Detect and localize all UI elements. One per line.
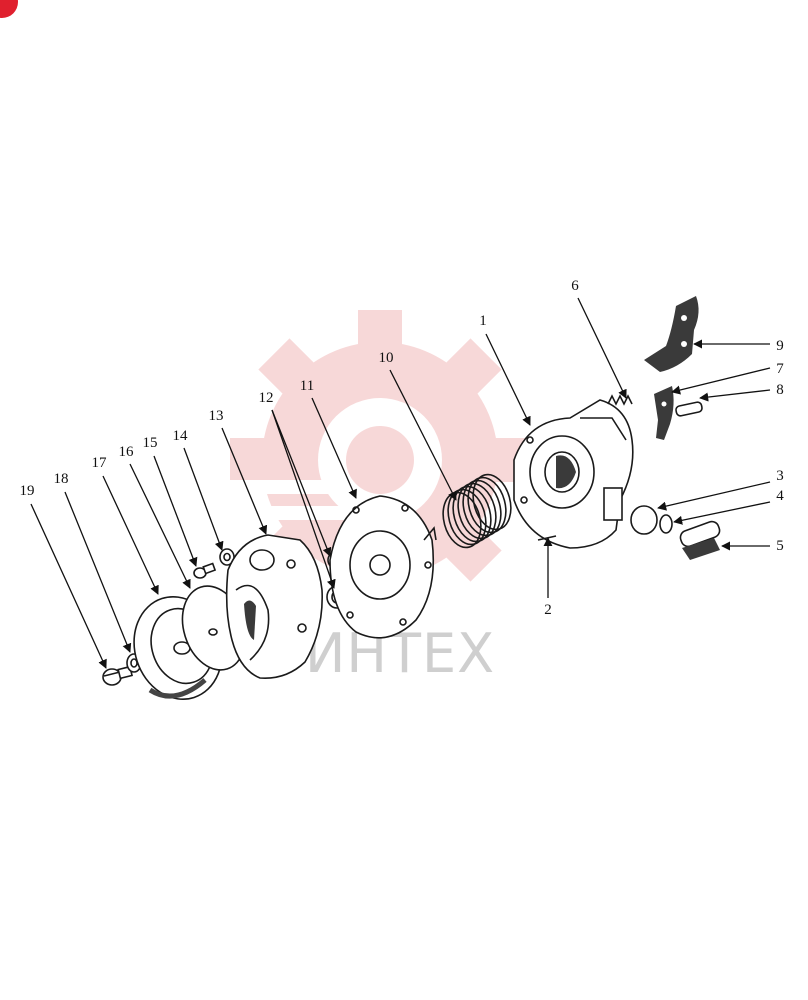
part-link-7 [654, 386, 674, 440]
callout-label-12: 12 [259, 390, 274, 406]
part-screw-19 [102, 665, 134, 686]
callout-label-19: 19 [20, 483, 35, 499]
leader-line-16 [129, 463, 191, 589]
part-spring-6 [607, 394, 633, 406]
callout-label-18: 18 [54, 471, 69, 487]
part-housing-1 [513, 399, 634, 549]
callout-label-10: 10 [379, 350, 394, 366]
leader-line-12 [271, 409, 332, 557]
callout-label-5: 5 [776, 538, 784, 554]
callout-label-3: 3 [776, 468, 784, 484]
part-pump-body-13 [225, 534, 323, 679]
callout-label-14: 14 [173, 428, 189, 444]
leader-line-13 [221, 427, 268, 535]
leader-line-12-b [271, 409, 336, 589]
leader-line-11 [311, 397, 357, 499]
callout-label-2: 2 [544, 602, 552, 618]
part-lever-9 [644, 296, 699, 372]
leader-line-6 [577, 297, 627, 399]
leader-line-8 [699, 389, 771, 402]
leader-line-10 [389, 369, 457, 501]
callout-label-7: 7 [776, 361, 784, 377]
callout-label-9: 9 [776, 338, 784, 354]
part-stem-5 [679, 520, 721, 560]
part-clip-3 [630, 505, 658, 535]
part-screw-15 [193, 562, 217, 579]
callout-label-16: 16 [119, 444, 135, 460]
leader-line-18 [64, 491, 132, 653]
leader-line-15 [153, 455, 198, 567]
leader-line-1 [485, 333, 531, 426]
callout-label-1: 1 [479, 313, 487, 329]
part-oring-4 [659, 514, 673, 534]
leader-lines [30, 297, 771, 669]
part-pin-8 [675, 401, 703, 417]
leader-line-17 [102, 475, 159, 595]
leader-line-19 [30, 503, 107, 669]
leader-line-7 [671, 367, 771, 395]
leader-line-3 [657, 481, 771, 511]
callout-label-8: 8 [776, 382, 784, 398]
callout-label-15: 15 [143, 435, 158, 451]
leader-line-14 [183, 447, 224, 551]
callout-label-11: 11 [300, 378, 314, 394]
callout-label-13: 13 [209, 408, 224, 424]
callout-label-4: 4 [776, 488, 784, 504]
callout-label-6: 6 [571, 278, 579, 294]
watermark-gear [230, 310, 530, 610]
callout-label-17: 17 [92, 455, 108, 471]
leader-line-4 [673, 501, 771, 525]
part-flange-11 [329, 495, 437, 639]
corner-badge [0, 0, 18, 18]
